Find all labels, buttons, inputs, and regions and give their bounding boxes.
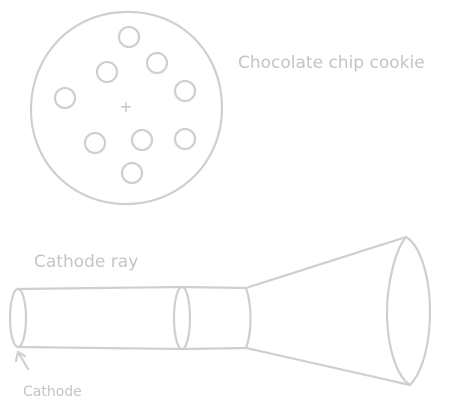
chocolate-chip <box>95 60 119 84</box>
cathode-end-ellipse <box>8 287 28 349</box>
funnel-bottom-edge <box>244 346 412 387</box>
funnel-top-edge <box>244 235 408 290</box>
chocolate-chip <box>130 128 154 152</box>
neck-collar-ellipse <box>172 285 192 351</box>
cathode-label: Cathode <box>23 384 82 400</box>
collar-bottom-edge <box>180 346 248 351</box>
cookie-group: + <box>29 10 224 206</box>
chocolate-chip <box>117 25 141 49</box>
cathode-arrow <box>14 350 30 371</box>
chocolate-chip <box>83 131 107 155</box>
neck-top-edge <box>16 285 184 291</box>
cookie-outline <box>29 10 224 206</box>
chocolate-chip <box>145 51 169 75</box>
neck-bottom-edge <box>16 345 184 351</box>
collar-top-edge <box>180 285 248 290</box>
chocolate-chip <box>173 127 197 151</box>
center-mark: + <box>119 97 132 116</box>
chocolate-chip <box>173 79 197 103</box>
cookie-label: Chocolate chip cookie <box>238 53 425 73</box>
screen-ellipse <box>385 235 432 387</box>
cathode-ray-tube <box>8 235 432 387</box>
ray-label: Cathode ray <box>34 252 138 272</box>
chocolate-chip <box>120 161 144 185</box>
chocolate-chip <box>53 86 77 110</box>
collar-cap <box>244 286 252 350</box>
